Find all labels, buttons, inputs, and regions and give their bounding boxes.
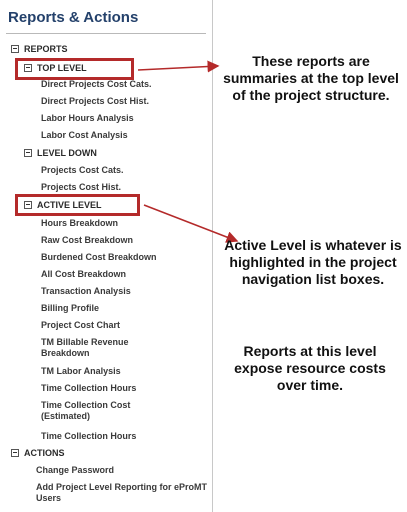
actions-section-label: ACTIONS <box>24 448 65 458</box>
report-link-projects-cost-cats[interactable]: Projects Cost Cats. <box>41 165 124 175</box>
report-link-time-collection-cost-estimated[interactable]: Time Collection Cost (Estimated) <box>41 400 131 421</box>
report-link-billing-profile[interactable]: Billing Profile <box>41 303 100 313</box>
report-link-time-collection-hours-2[interactable]: Time Collection Hours <box>41 431 137 441</box>
title-divider <box>6 33 206 34</box>
report-link-projects-cost-hist[interactable]: Projects Cost Hist. <box>41 182 122 192</box>
top-level-group-header[interactable]: TOP LEVEL <box>24 63 87 73</box>
panel-title: Reports & Actions <box>8 9 139 26</box>
actions-section-header[interactable]: ACTIONS <box>11 448 65 458</box>
report-link-transaction-analysis[interactable]: Transaction Analysis <box>41 286 131 296</box>
collapse-icon[interactable] <box>24 200 32 209</box>
report-link-hours-breakdown[interactable]: Hours Breakdown <box>41 218 119 228</box>
level-down-label: LEVEL DOWN <box>37 148 97 158</box>
level-down-group-header[interactable]: LEVEL DOWN <box>24 148 97 158</box>
report-link-tm-billable-revenue-breakdown[interactable]: TM Billable Revenue Breakdown <box>41 337 129 358</box>
report-link-burdened-cost-breakdown[interactable]: Burdened Cost Breakdown <box>41 252 157 262</box>
report-link-labor-hours-analysis[interactable]: Labor Hours Analysis <box>41 113 134 123</box>
collapse-icon[interactable] <box>11 448 19 457</box>
active-level-note: Active Level is whatever is highlighted … <box>224 237 402 287</box>
panel-divider <box>212 0 213 512</box>
reports-section-header[interactable]: REPORTS <box>11 44 68 54</box>
collapse-icon[interactable] <box>24 63 32 72</box>
report-link-tm-labor-analysis[interactable]: TM Labor Analysis <box>41 366 121 376</box>
top-level-highlight-box <box>15 58 134 80</box>
action-link-change-password[interactable]: Change Password <box>36 465 115 475</box>
collapse-icon[interactable] <box>24 148 32 157</box>
active-level-highlight-box <box>15 194 140 216</box>
active-level-label: ACTIVE LEVEL <box>37 200 102 210</box>
report-link-labor-cost-analysis[interactable]: Labor Cost Analysis <box>41 130 128 140</box>
top-level-label: TOP LEVEL <box>37 63 87 73</box>
reports-level-note: Reports at this level expose resource co… <box>234 343 386 393</box>
report-link-direct-projects-cost-hist[interactable]: Direct Projects Cost Hist. <box>41 96 150 106</box>
top-level-note: These reports are summaries at the top l… <box>223 53 399 103</box>
report-link-time-collection-hours[interactable]: Time Collection Hours <box>41 383 137 393</box>
collapse-icon[interactable] <box>11 44 19 53</box>
reports-actions-panel: Reports & Actions REPORTS TOP LEVEL Dire… <box>6 9 208 503</box>
report-link-raw-cost-breakdown[interactable]: Raw Cost Breakdown <box>41 235 134 245</box>
report-link-direct-projects-cost-cats[interactable]: Direct Projects Cost Cats. <box>41 79 152 89</box>
active-level-group-header[interactable]: ACTIVE LEVEL <box>24 200 102 210</box>
report-link-project-cost-chart[interactable]: Project Cost Chart <box>41 320 121 330</box>
reports-section-label: REPORTS <box>24 44 68 54</box>
action-link-add-project-level-reporting[interactable]: Add Project Level Reporting for eProMT U… <box>36 482 208 503</box>
report-link-all-cost-breakdown[interactable]: All Cost Breakdown <box>41 269 127 279</box>
